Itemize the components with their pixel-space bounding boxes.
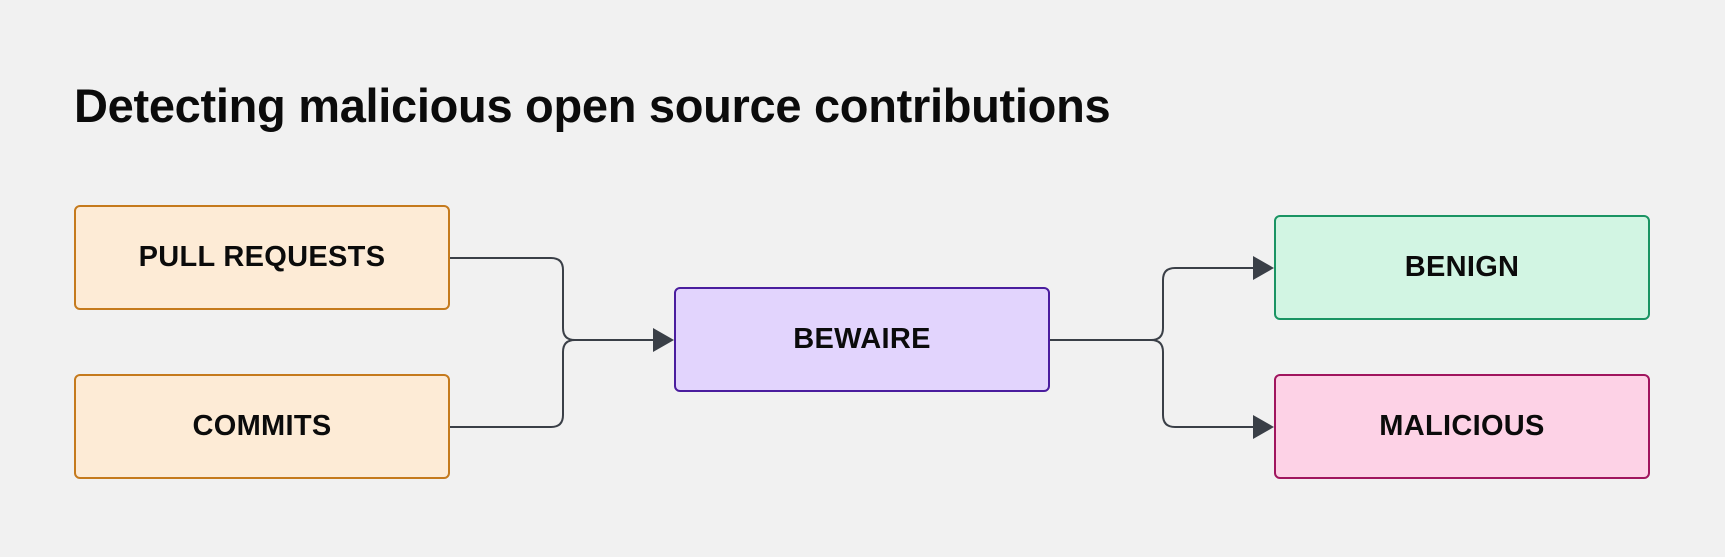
node-commits: COMMITS [74,374,450,479]
edge-bewaire-to-malicious [1150,339,1256,428]
node-label: PULL REQUESTS [138,241,386,273]
node-label: BEWAIRE [793,323,931,355]
edge-bewaire-to-benign [1050,267,1256,341]
node-pull-requests: PULL REQUESTS [74,205,450,310]
node-benign: BENIGN [1274,215,1650,320]
node-label: MALICIOUS [1379,410,1545,442]
arrowhead-icon [1253,256,1274,280]
arrowhead-icon [1253,415,1274,439]
node-bewaire: BEWAIRE [674,287,1050,392]
edge-pull-requests-to-bewaire [450,257,655,341]
node-label: COMMITS [192,410,332,442]
arrowhead-icon [653,328,674,352]
node-label: BENIGN [1404,251,1520,283]
node-malicious: MALICIOUS [1274,374,1650,479]
edge-commits-to-bewaire [450,339,576,428]
diagram-title: Detecting malicious open source contribu… [74,79,1111,132]
